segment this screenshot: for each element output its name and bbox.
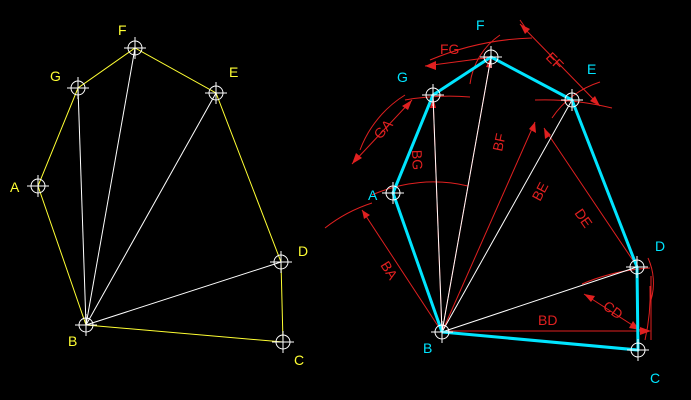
arc-FG xyxy=(469,34,501,85)
dim-label-BA: BA xyxy=(377,258,401,283)
left-label-G: G xyxy=(50,68,61,84)
left-line-BG xyxy=(77,87,87,326)
right-line-BF xyxy=(441,56,492,333)
arrow-EF xyxy=(520,24,530,34)
right-polygon-outline xyxy=(391,55,640,352)
dimension-labels: FG EF GA BG BF BE DE BA CD BD xyxy=(370,41,626,328)
left-figure: F G E A D B C xyxy=(10,22,308,368)
dim-label-BE: BE xyxy=(529,179,552,203)
arrow-BD xyxy=(640,327,651,335)
dim-line-FG xyxy=(424,56,494,67)
right-marker-A xyxy=(382,182,404,204)
left-marker-D xyxy=(270,251,292,273)
right-label-G: G xyxy=(397,69,408,85)
dim-label-BG: BG xyxy=(409,150,426,171)
arrow-FG xyxy=(425,61,436,70)
left-marker-E xyxy=(205,82,227,104)
left-radial-lines xyxy=(77,47,282,326)
left-marker-B xyxy=(75,314,97,336)
left-label-B: B xyxy=(68,333,77,349)
left-label-A: A xyxy=(10,179,20,195)
dim-line-EF xyxy=(519,23,601,107)
arrow-EF2 xyxy=(590,96,600,106)
right-marker-F xyxy=(480,46,502,68)
arrow-CD2 xyxy=(584,294,595,302)
arc-BD-low xyxy=(644,285,651,341)
right-figure: F G E A D B C FG EF GA BG BF BE DE BA CD… xyxy=(324,17,665,386)
left-point-markers xyxy=(27,37,294,353)
left-marker-F xyxy=(124,37,146,59)
left-polygon-outline xyxy=(37,47,284,343)
arc-EF xyxy=(551,81,601,119)
arrow-DE xyxy=(544,128,551,139)
arc-BG xyxy=(404,95,471,101)
dim-line-GA xyxy=(351,99,413,165)
left-label-E: E xyxy=(229,64,238,80)
dim-label-DE: DE xyxy=(572,206,596,231)
dim-line-BE xyxy=(441,121,536,333)
right-line-BG xyxy=(432,94,443,333)
dim-line-DE xyxy=(543,127,635,263)
left-label-C: C xyxy=(294,352,304,368)
left-label-D: D xyxy=(298,243,308,259)
left-marker-A xyxy=(27,175,49,197)
right-label-B: B xyxy=(423,340,432,356)
left-line-BE xyxy=(85,92,217,326)
dim-line-BA xyxy=(361,209,439,327)
left-label-F: F xyxy=(118,22,127,38)
right-line-BE xyxy=(441,99,573,333)
right-label-C: C xyxy=(650,370,660,386)
arc-BA xyxy=(371,181,469,196)
right-marker-D xyxy=(626,256,648,278)
right-marker-B xyxy=(431,321,453,343)
dimension-arrows xyxy=(352,24,651,335)
dim-label-EF: EF xyxy=(543,49,567,73)
right-marker-E xyxy=(561,89,583,111)
arrow-GA xyxy=(352,153,362,164)
arc-DE xyxy=(647,257,654,301)
arrow-BE xyxy=(529,122,536,133)
left-line-BD xyxy=(85,261,282,326)
left-line-BF xyxy=(85,47,136,326)
right-label-E: E xyxy=(587,61,596,77)
arrow-GA2 xyxy=(402,100,412,110)
right-point-markers xyxy=(382,46,649,361)
left-labels: F G E A D B C xyxy=(10,22,308,368)
right-labels: F G E A D B C xyxy=(368,17,665,386)
arrow-BA xyxy=(362,210,370,219)
arc-BF xyxy=(429,37,533,61)
right-line-BD xyxy=(441,266,638,333)
left-marker-C xyxy=(272,331,294,353)
right-label-A: A xyxy=(368,187,378,203)
dim-label-GA: GA xyxy=(370,116,396,142)
dim-label-BF: BF xyxy=(489,132,508,153)
dim-label-FG: FG xyxy=(440,41,459,57)
right-label-D: D xyxy=(655,238,665,254)
arc-GA xyxy=(359,94,406,151)
arc-BA-far xyxy=(324,202,373,229)
right-label-F: F xyxy=(476,17,485,33)
dim-line-CD xyxy=(583,293,641,331)
right-marker-C xyxy=(627,339,649,361)
left-marker-G xyxy=(67,77,89,99)
right-marker-G xyxy=(422,84,444,106)
dim-label-BD: BD xyxy=(538,312,557,328)
arc-BD xyxy=(581,267,651,285)
construction-arcs xyxy=(324,34,654,341)
right-radial-lines xyxy=(432,56,638,333)
